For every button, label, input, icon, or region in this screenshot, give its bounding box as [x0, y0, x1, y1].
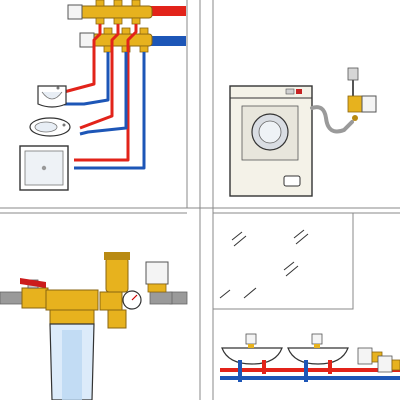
panel-filter-and-pressure-reducer: [0, 252, 188, 400]
supply-pipes: [220, 360, 400, 382]
panel-washbasin-row: [212, 212, 400, 382]
hot-water-manifold: [67, 0, 153, 25]
panel-washing-machine-connection: [229, 67, 377, 197]
pressure-reducer: [99, 252, 130, 329]
hot-supply-lines: [63, 24, 138, 162]
cold-water-manifold: [79, 27, 153, 53]
washbasin: [37, 85, 67, 108]
bidet: [29, 117, 71, 137]
angle-valve: [347, 67, 377, 121]
flexible-hose: [310, 105, 354, 134]
hot-main-pipe: [150, 6, 186, 16]
cold-supply-lines: [64, 52, 146, 170]
panel-manifold-distribution: [19, 0, 186, 191]
wall-valves: [357, 347, 400, 373]
outlet-pipe: [169, 291, 188, 305]
mirror: [212, 212, 354, 310]
fill-valve-head: [145, 261, 169, 293]
shower-tray: [19, 145, 69, 191]
washing-machine: [229, 85, 313, 197]
ball-valve: [20, 278, 49, 309]
water-filter: [45, 289, 99, 400]
cold-main-pipe: [150, 36, 186, 46]
washbasin-right: [287, 333, 349, 365]
pressure-gauge: [122, 290, 142, 310]
washbasin-left: [221, 333, 283, 365]
